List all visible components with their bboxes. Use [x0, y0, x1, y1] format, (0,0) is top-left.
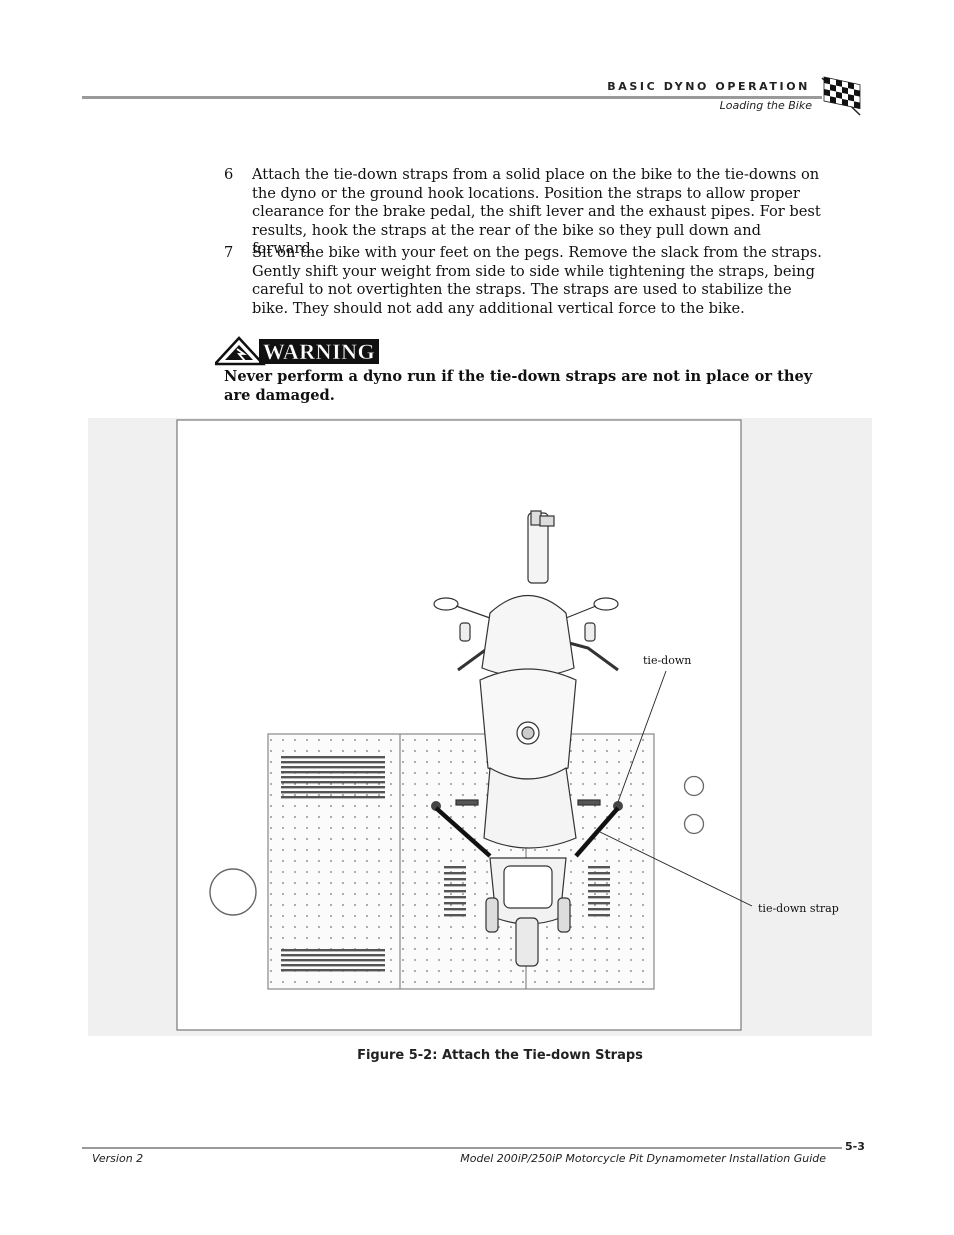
footer-rule — [82, 1147, 842, 1149]
figure-caption: Figure 5-2: Attach the Tie-down Straps — [357, 1048, 643, 1063]
page-number: 5-3 — [845, 1140, 865, 1153]
step-text: Sit on the bike with your feet on the pe… — [252, 244, 822, 317]
motorcycle-top-view — [433, 510, 619, 967]
header-rule — [82, 96, 822, 99]
warning-badge: WARNING — [215, 336, 379, 366]
step-number: 6 — [224, 166, 234, 183]
dyno-platform — [267, 733, 655, 990]
ground-hook-large — [209, 868, 257, 916]
footer-guide-title: Model 200iP/250iP Motorcycle Pit Dynamom… — [460, 1152, 826, 1165]
tie-down-strap-right — [574, 806, 620, 858]
step-7: 7 Sit on the bike with your feet on the … — [224, 244, 824, 318]
tie-down-strap-left — [434, 806, 492, 858]
footer-version: Version 2 — [92, 1152, 144, 1165]
step-text: Attach the tie-down straps from a solid … — [252, 166, 821, 258]
step-number: 7 — [224, 244, 234, 261]
header-section-title: BASIC DYNO OPERATION — [607, 80, 810, 93]
tie-down-figure — [176, 419, 753, 1031]
warning-badge-label: WARNING — [263, 339, 375, 364]
ground-hook-lower — [683, 813, 705, 835]
label-tie-down-strap: tie-down strap — [758, 902, 839, 915]
checkered-flag-icon — [821, 76, 861, 116]
label-tie-down: tie-down — [643, 654, 692, 667]
header-subsection-title: Loading the Bike — [719, 99, 812, 112]
step-6: 6 Attach the tie-down straps from a soli… — [224, 166, 824, 259]
callout-line-tie-down-strap — [599, 831, 753, 907]
warning-text: Never perform a dyno run if the tie-down… — [224, 368, 813, 404]
callout-line-tie-down — [617, 670, 667, 803]
ground-hook-upper — [683, 775, 705, 797]
